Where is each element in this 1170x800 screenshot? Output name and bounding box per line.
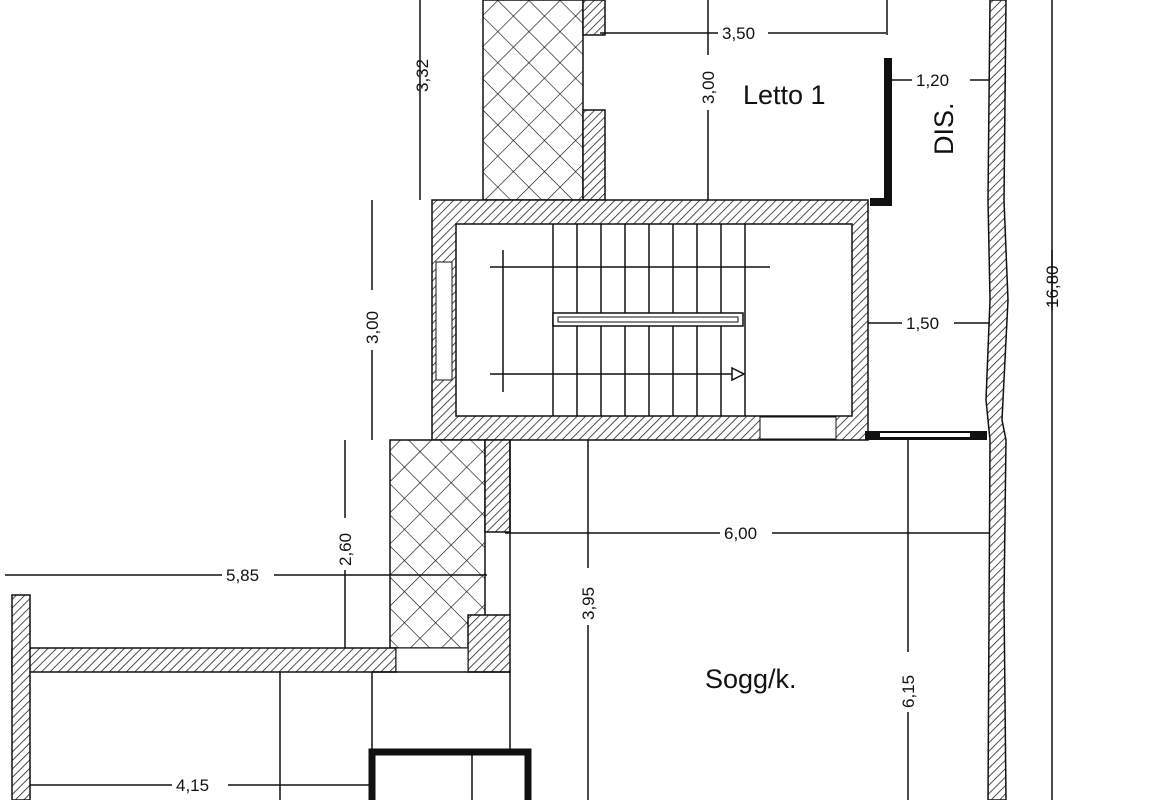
dim-bottom-left: 4,15 bbox=[176, 776, 209, 795]
chimney-upper bbox=[482, 0, 584, 201]
dim-letto-width: 3,50 bbox=[722, 24, 755, 43]
dim-sogg-width: 6,00 bbox=[724, 524, 757, 543]
dim-total-height: 16,80 bbox=[1043, 265, 1062, 308]
letto-wall bbox=[884, 58, 892, 205]
room-label-dis: DIS. bbox=[929, 102, 959, 155]
room-label-sogg: Sogg/k. bbox=[705, 664, 797, 694]
chimney-lower bbox=[389, 439, 486, 649]
dim-sogg-upper: 3,95 bbox=[579, 587, 598, 620]
dim-left-span: 5,85 bbox=[226, 566, 259, 585]
dim-stair-to-wall: 1,50 bbox=[906, 314, 939, 333]
stair-direction-arrow-icon bbox=[731, 366, 746, 382]
dim-letto-depth: 3,00 bbox=[699, 71, 718, 104]
dim-stair-height: 3,00 bbox=[363, 311, 382, 344]
exterior-wall-right bbox=[985, 0, 1009, 800]
dim-upper-left: 3,32 bbox=[413, 59, 432, 92]
dim-sogg-depth: 6,15 bbox=[899, 675, 918, 708]
room-label-letto: Letto 1 bbox=[743, 80, 826, 110]
dim-dis-width: 1,20 bbox=[916, 71, 949, 90]
stair-walls bbox=[431, 199, 869, 441]
dim-lower-left: 2,60 bbox=[336, 533, 355, 566]
stair-handrail bbox=[552, 312, 744, 327]
